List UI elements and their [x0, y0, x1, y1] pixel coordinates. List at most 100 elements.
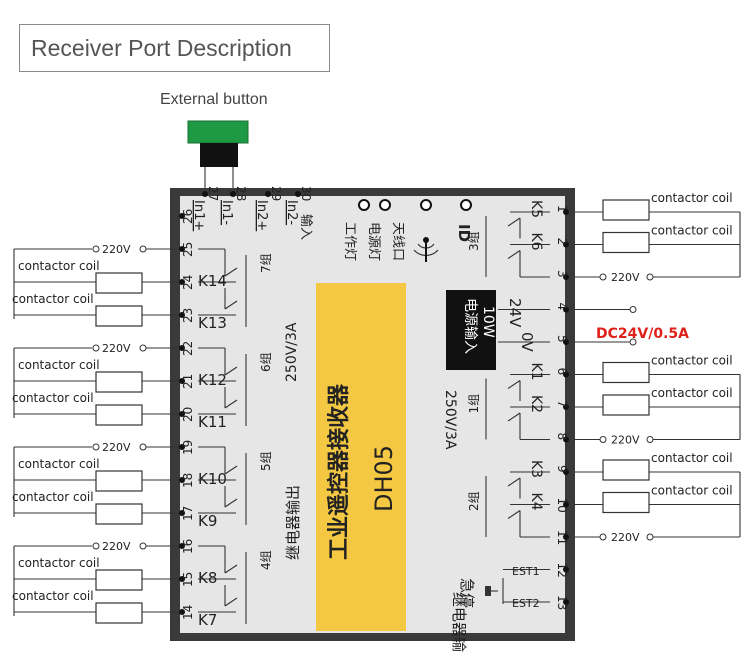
power-terminal-icon [629, 338, 637, 346]
left-relay-output-label: 继电器输出 [284, 485, 302, 560]
ac-label: 220V [102, 540, 131, 553]
relay-group-label: 2组 [467, 491, 481, 511]
contactor-coil-label: contactor coil [18, 259, 100, 273]
est1-label: EST1 [512, 565, 540, 578]
contactor-coil-label: contactor coil [12, 490, 94, 504]
label-24v: 24V [506, 298, 524, 328]
ac-terminal-icon [92, 245, 100, 253]
estop-label: 急停 [458, 578, 476, 608]
contactor-coil-label: contactor coil [651, 386, 733, 400]
left-terminal-screw-icon [179, 213, 185, 219]
right-terminal-number: 2 [555, 238, 569, 246]
left-terminal-number: 16 [181, 539, 195, 554]
external-button-body [200, 143, 238, 167]
relay-label: K6 [528, 233, 544, 251]
relay-contact-icon [224, 267, 238, 277]
relay-contact-icon [507, 250, 521, 259]
right-rating: 250V/3A [442, 390, 458, 450]
contactor-coil-icon [95, 602, 143, 624]
ac-label: 220V [611, 271, 640, 284]
contactor-coil-icon [95, 371, 143, 393]
top-terminal-number: 27 [206, 186, 220, 201]
id-button-icon[interactable] [460, 199, 472, 211]
contactor-coil-icon [95, 305, 143, 327]
top-terminal-label: In1+ [191, 200, 206, 231]
top-terminal-label: In2- [284, 200, 299, 225]
right-relay-output-label: 继电器输出 [450, 592, 468, 653]
device-label-panel [316, 283, 406, 631]
right-terminal-number: 12 [555, 563, 569, 578]
id-label: ID [455, 224, 473, 242]
ac-label: 220V [102, 243, 131, 256]
left-terminal-screw-icon [179, 477, 185, 483]
relay-label: K13 [198, 314, 227, 332]
contactor-coil-label: contactor coil [651, 224, 733, 238]
ac-terminal-icon [92, 344, 100, 352]
contactor-coil-icon [95, 404, 143, 426]
left-terminal-screw-icon [179, 312, 185, 318]
right-terminal-screw-icon [563, 209, 569, 215]
right-terminal-number: 13 [555, 595, 569, 610]
contactor-coil-label: contactor coil [651, 451, 733, 465]
relay-group-label: 7组 [259, 253, 273, 273]
ac-label: 220V [102, 441, 131, 454]
right-terminal-screw-icon [563, 534, 569, 540]
ac-terminal-icon [599, 273, 607, 281]
right-terminal-number: 1 [555, 205, 569, 213]
left-terminal-number: 24 [181, 275, 195, 290]
right-terminal-screw-icon [563, 599, 569, 605]
est2-label: EST2 [512, 597, 540, 610]
left-terminal-number: 26 [181, 209, 195, 224]
contactor-coil-icon [95, 503, 143, 525]
relay-contact-icon [224, 399, 238, 409]
relay-label: K1 [528, 363, 544, 381]
label-0v: 0V [518, 332, 536, 353]
right-terminal-screw-icon [563, 306, 569, 313]
contactor-coil-icon [602, 394, 650, 416]
left-terminal-screw-icon [179, 246, 185, 252]
left-terminal-number: 25 [181, 242, 195, 257]
power-light-led-icon [379, 199, 391, 211]
ac-terminal-icon [646, 436, 654, 443]
top-terminal-screw-icon [230, 191, 236, 197]
supply-label: DC24V/0.5A [596, 326, 689, 342]
right-terminal-screw-icon [563, 566, 569, 573]
left-terminal-number: 18 [181, 473, 195, 488]
relay-contact-icon [224, 597, 238, 607]
right-terminal-screw-icon [563, 274, 569, 280]
relay-label: K14 [198, 272, 227, 290]
relay-label: K5 [528, 200, 544, 218]
page-title: Receiver Port Description [19, 24, 330, 72]
contactor-coil-label: contactor coil [651, 354, 733, 368]
right-terminal-screw-icon [563, 371, 569, 378]
relay-group-label: 1组 [467, 394, 481, 414]
left-terminal-screw-icon [179, 378, 185, 384]
relay-contact-icon [507, 412, 521, 422]
relay-label: K12 [198, 371, 227, 389]
relay-contact-icon [224, 465, 238, 475]
contactor-coil-icon [602, 199, 650, 221]
ac-terminal-icon [139, 344, 147, 352]
antenna-port-icon [420, 199, 432, 211]
external-button-label: External button [160, 91, 268, 108]
work-light-led-icon [358, 199, 370, 211]
power-watts: 10W [480, 306, 496, 338]
ac-terminal-icon [92, 443, 100, 451]
relay-group-label: 5组 [259, 451, 273, 471]
power-input-block [446, 290, 496, 370]
right-terminal-screw-icon [563, 404, 569, 410]
right-terminal-number: 4 [555, 303, 569, 311]
left-terminal-number: 17 [181, 506, 195, 521]
relay-contact-icon [224, 498, 238, 508]
right-terminal-number: 9 [555, 465, 569, 473]
power-terminal-icon [629, 306, 637, 313]
ac-terminal-icon [139, 245, 147, 253]
right-terminal-screw-icon [563, 241, 569, 248]
right-terminal-number: 10 [555, 498, 569, 513]
left-terminal-number: 14 [181, 605, 195, 620]
contactor-coil-icon [602, 459, 650, 481]
relay-label: K8 [198, 569, 217, 587]
right-terminal-number: 3 [555, 270, 569, 278]
right-terminal-number: 11 [555, 530, 569, 545]
external-button-cap[interactable] [187, 120, 249, 144]
